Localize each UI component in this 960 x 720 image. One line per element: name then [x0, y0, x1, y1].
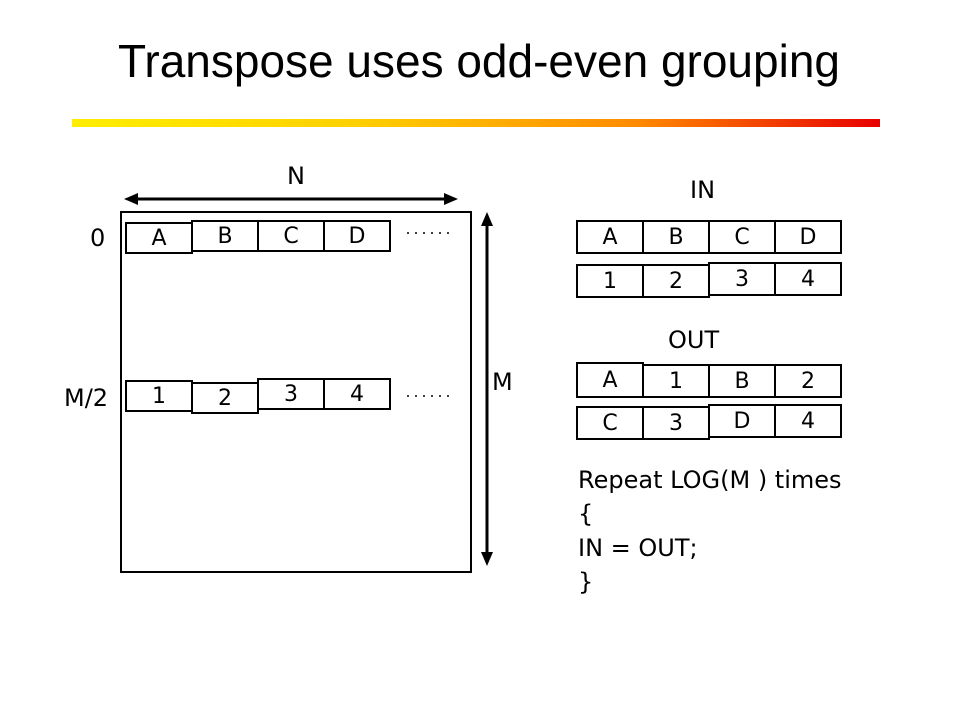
in-row2-cell: 1 — [576, 264, 644, 298]
in-row1-cell: D — [774, 220, 842, 254]
in-row1-cell: B — [642, 220, 710, 254]
matrix-rowhalf-cell: 4 — [323, 378, 391, 410]
slide-title: Transpose uses odd-even grouping — [118, 35, 840, 87]
m-arrow-head-top — [481, 212, 493, 226]
n-arrow-head-right — [444, 193, 458, 205]
n-arrow-head-left — [124, 193, 138, 205]
code-line-open-brace: { — [578, 500, 594, 528]
out-row1-cell: B — [708, 364, 776, 398]
rowhalf-label: M/2 — [64, 384, 109, 412]
out-row1-cell: A — [576, 362, 644, 398]
in-row2-cell: 3 — [708, 262, 776, 296]
out-row2-cell: C — [576, 406, 644, 440]
matrix-rowhalf-cell: 1 — [125, 380, 193, 412]
matrix-rowhalf-cell: 2 — [191, 382, 259, 414]
in-row1-cell: C — [708, 220, 776, 254]
matrix-row0-cell: A — [125, 222, 193, 254]
in-row1-cell: A — [576, 220, 644, 254]
row0-label: 0 — [90, 224, 106, 252]
m-arrow-head-bottom — [481, 552, 493, 566]
in-label: IN — [690, 176, 716, 204]
out-row2-cell: D — [708, 404, 776, 438]
title-underline-gradient — [72, 119, 880, 127]
out-row1-cell: 1 — [642, 364, 710, 398]
out-row2-cell: 3 — [642, 406, 710, 440]
n-label: N — [287, 162, 305, 190]
out-label: OUT — [668, 326, 720, 354]
code-line-assign: IN = OUT; — [578, 534, 698, 562]
matrix-outline — [120, 211, 472, 573]
out-row2-cell: 4 — [774, 404, 842, 438]
matrix-row0-cell: B — [191, 220, 259, 252]
out-row1-cell: 2 — [774, 364, 842, 398]
code-line-close-brace: } — [578, 568, 594, 596]
code-line-repeat: Repeat LOG(M ) times — [578, 466, 842, 494]
matrix-row0-cell: C — [257, 220, 325, 252]
m-label: M — [492, 368, 513, 396]
in-row2-cell: 2 — [642, 264, 710, 298]
in-row2-cell: 4 — [774, 262, 842, 296]
matrix-rowhalf-cell: 3 — [257, 378, 325, 410]
matrix-row0-cell: D — [323, 220, 391, 252]
